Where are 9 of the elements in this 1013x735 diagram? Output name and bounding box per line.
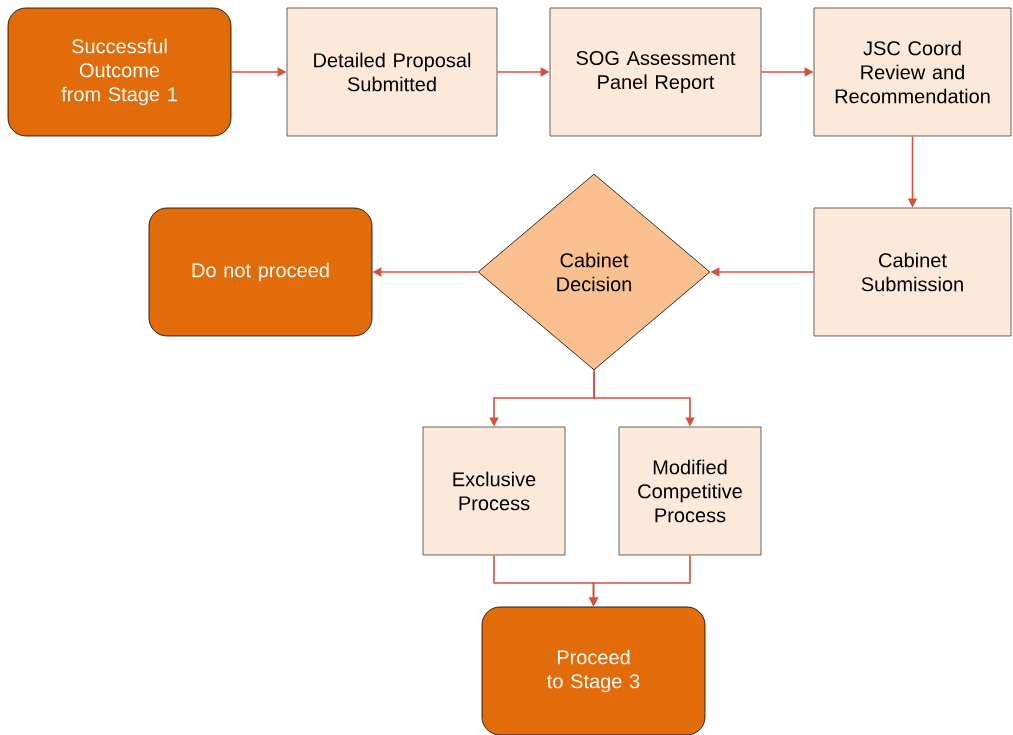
terminal-box: Do not proceed: [148, 207, 373, 337]
terminal-box: Successful Outcome from Stage 1: [7, 7, 232, 137]
terminal-box: Proceed to Stage 3: [481, 606, 706, 735]
process-box: Detailed Proposal Submitted: [286, 7, 498, 137]
process-box: Exclusive Process: [422, 426, 566, 556]
process-box: JSC Coord Review and Recommendation: [813, 7, 1012, 137]
process-box: SOG Assessment Panel Report: [549, 7, 762, 137]
process-box: Cabinet Submission: [813, 207, 1012, 337]
process-box: Modified Competitive Process: [618, 426, 762, 556]
